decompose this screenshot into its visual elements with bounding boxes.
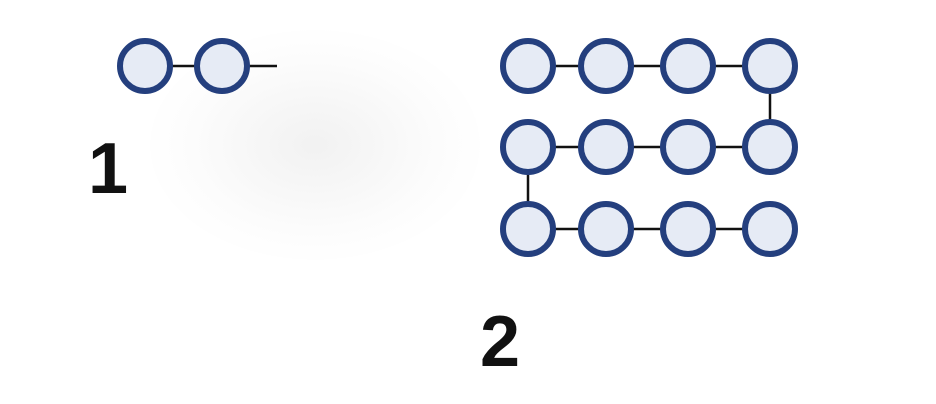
figure-2-node (578, 201, 634, 257)
figure-2-node (500, 201, 556, 257)
figure-2-node (660, 38, 716, 94)
figure-1-label: 1 (88, 129, 129, 209)
figure-1-node (117, 38, 173, 94)
figure-2-label: 2 (480, 302, 521, 382)
figure-2-node (500, 38, 556, 94)
figure-2-node (660, 201, 716, 257)
figure-2-node (660, 119, 716, 175)
figure-1-node (194, 38, 250, 94)
figure-2-node (578, 119, 634, 175)
figure-2-node (742, 119, 798, 175)
figure-2-node (742, 38, 798, 94)
figure-2-node (500, 119, 556, 175)
figure-2-node (742, 201, 798, 257)
figure-2-node (578, 38, 634, 94)
